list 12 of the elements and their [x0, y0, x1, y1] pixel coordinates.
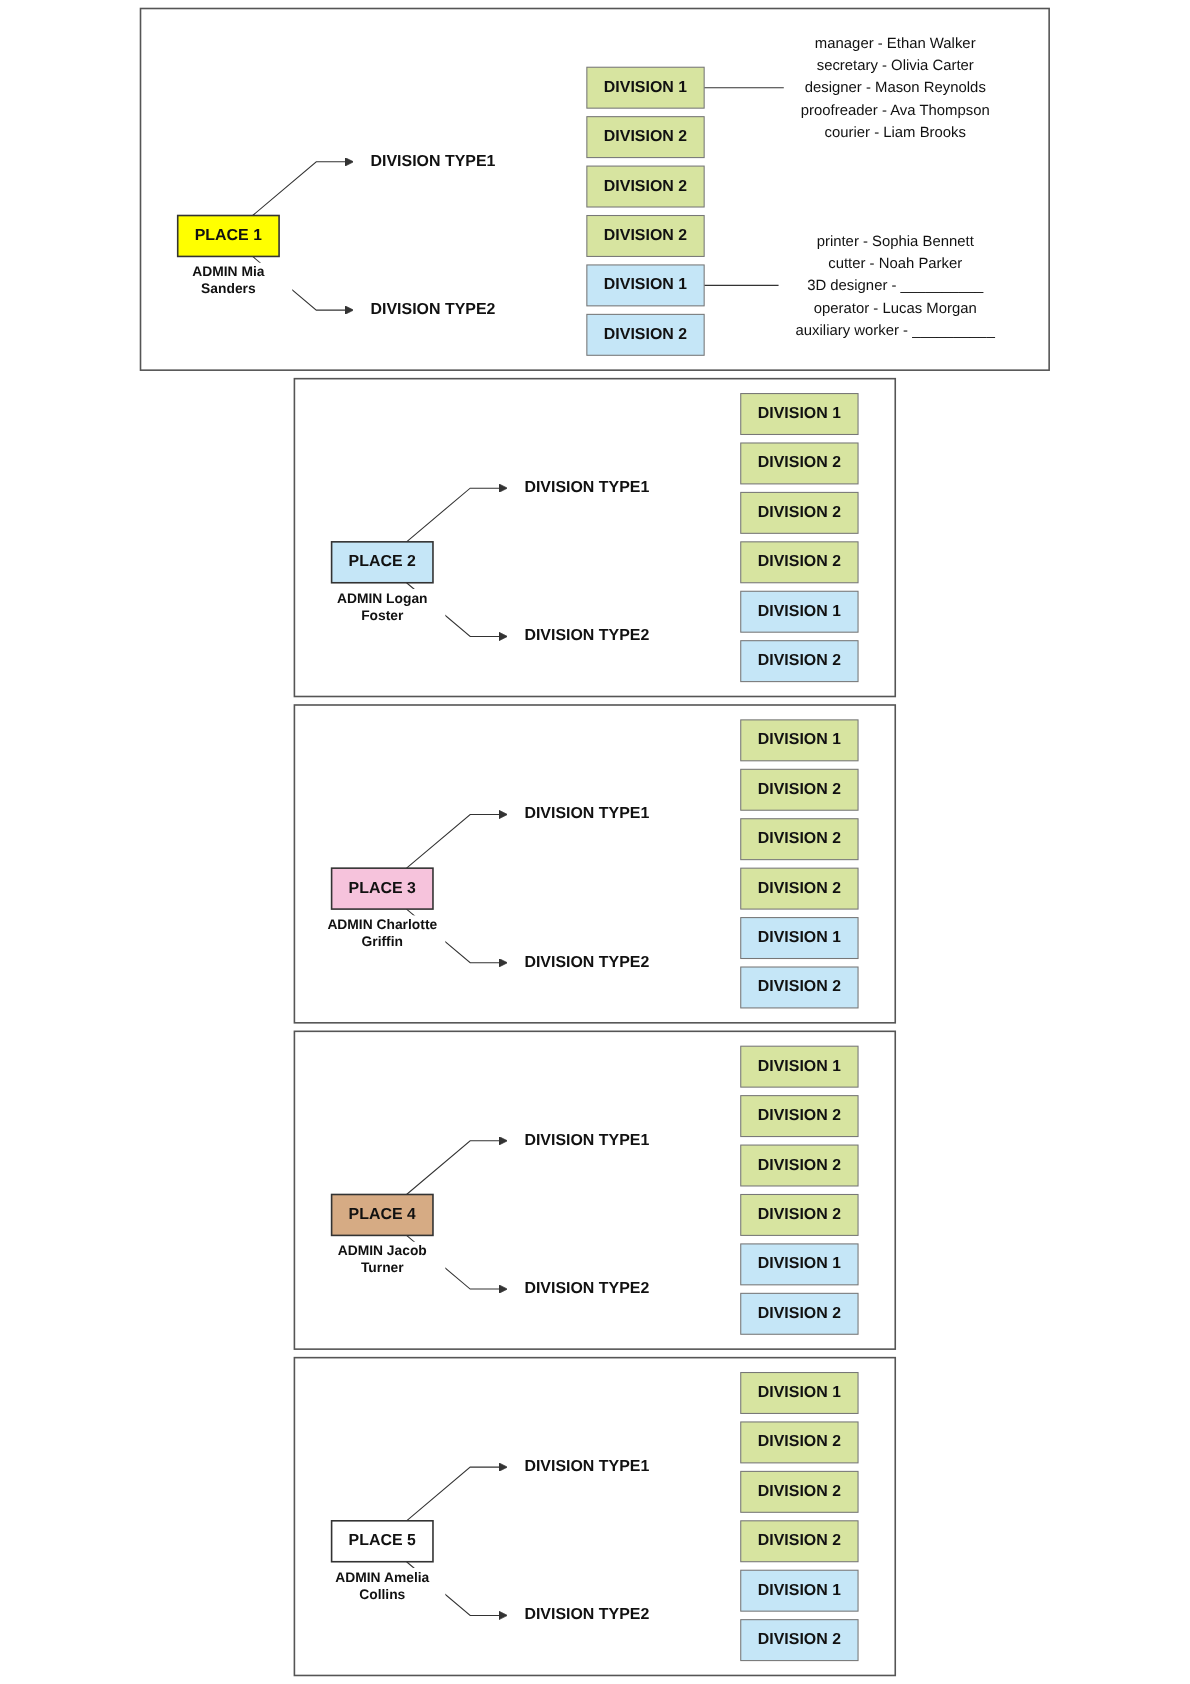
cluster — [293, 1356, 897, 1677]
arrow — [406, 1136, 508, 1195]
cluster — [139, 7, 1051, 371]
connector — [703, 87, 785, 89]
connector — [703, 284, 780, 286]
arrow — [406, 1462, 508, 1522]
cluster — [293, 377, 897, 698]
cluster — [293, 704, 897, 1024]
arrow — [406, 483, 508, 543]
arrow — [252, 157, 355, 217]
arrow — [406, 809, 508, 869]
cluster — [293, 1030, 897, 1350]
